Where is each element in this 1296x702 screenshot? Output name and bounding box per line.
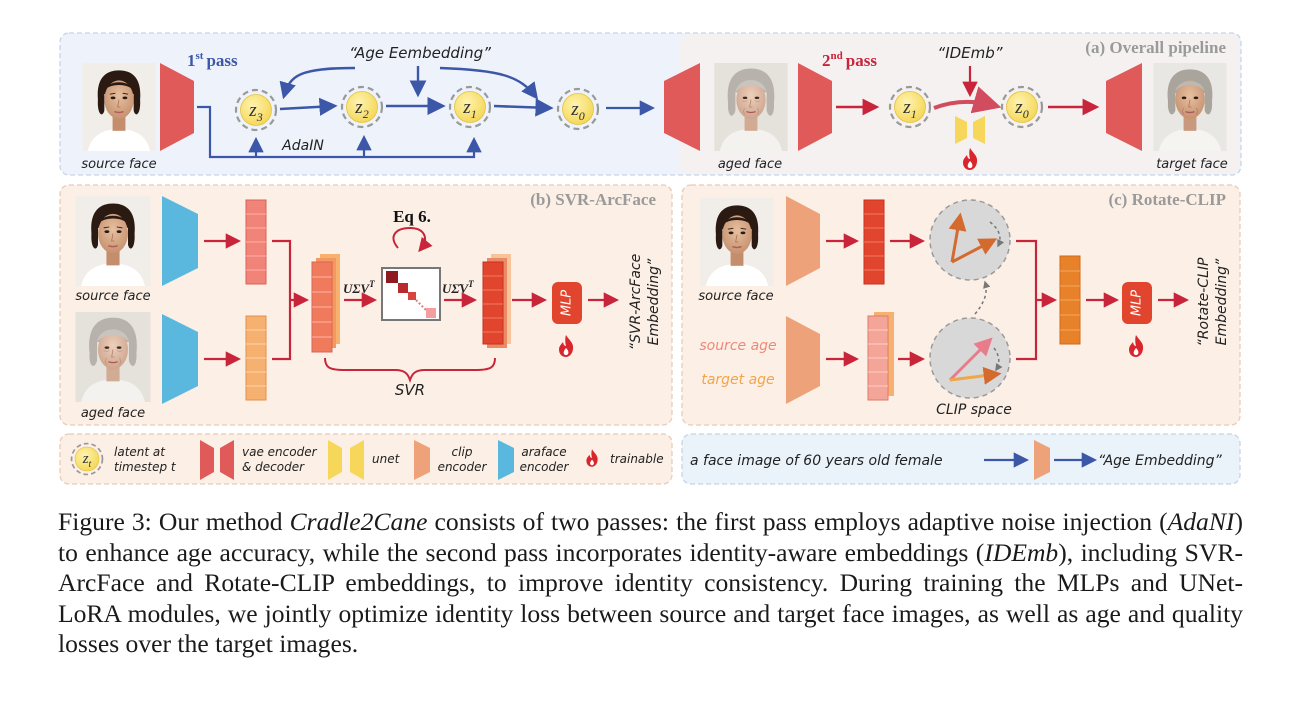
ushv-label: UΣ̂VT	[442, 279, 474, 296]
vae-decoder-2-icon	[1106, 63, 1142, 151]
clip-source-face-label: source face	[698, 289, 773, 304]
eq6-label: Eq 6.	[393, 207, 431, 226]
panel-b-title: (b) SVR-ArcFace	[530, 190, 656, 209]
stacked-embedding-matrix	[311, 254, 340, 353]
prompt-text: a face image of 60 years old female	[690, 453, 943, 469]
clip-text-encoder-icon	[786, 316, 820, 404]
legend: zt latent at timestep t vae encoder & de…	[59, 433, 673, 485]
latent-z1: z1	[462, 97, 476, 121]
legend-vae-icon-right	[220, 440, 234, 480]
clip-space-top	[929, 199, 1011, 281]
prompt-example-box: a face image of 60 years old female “Age…	[681, 433, 1241, 485]
rotate-clip-vector	[1059, 255, 1081, 345]
clip-text-vectors	[867, 312, 894, 401]
aged-face-label: aged face	[718, 157, 782, 172]
unet-icon-right	[973, 116, 985, 144]
svr-output-line1: “SVR-ArcFace	[628, 254, 644, 350]
legend-vae-icon	[200, 440, 214, 480]
latent-z0-second: z0	[1014, 97, 1028, 121]
legend-clip-icon	[414, 440, 430, 480]
latent-z2: z2	[354, 97, 368, 121]
svr-label: SVR	[395, 381, 425, 399]
target-face-image	[1152, 63, 1228, 151]
clip-image-vector	[863, 199, 885, 285]
svr-source-face-label: source face	[75, 289, 150, 304]
idemb-label: “IDEmb”	[937, 44, 1002, 62]
svr-mlp-label: MLP	[560, 290, 575, 316]
age-embedding-label: “Age Eembedding”	[349, 44, 491, 62]
vae-encoder-icon	[160, 63, 194, 151]
svr-aged-face-label: aged face	[81, 406, 145, 421]
svr-aged-face-image	[74, 312, 152, 402]
legend-arcface-icon	[498, 440, 514, 480]
svr-output-matrix	[482, 254, 511, 348]
caption-method-name: Cradle2Cane	[289, 507, 428, 536]
adain-label: AdaIN	[281, 138, 324, 154]
source-arcface-vector	[245, 199, 267, 285]
caption-part: Figure 3: Our method	[58, 507, 290, 536]
prompt-result-label: “Age Embedding”	[1098, 453, 1223, 469]
legend-vae-line1: vae encoder	[242, 445, 318, 459]
source-age-label: source age	[699, 338, 776, 354]
usv-label: UΣVT	[343, 279, 375, 296]
clip-output-line1: “Rotate-CLIP	[1196, 257, 1212, 346]
caption-part: ), including SVR-ArcFace and Rotate-CLIP…	[58, 537, 1243, 659]
legend-latent-line1: latent at	[114, 445, 166, 459]
clip-image-encoder-icon	[786, 196, 820, 286]
svr-source-face-image	[74, 196, 152, 286]
legend-clip-line1: clip	[452, 445, 473, 459]
arcface-encoder-2-icon	[162, 314, 198, 404]
vae-decoder-icon	[664, 63, 700, 151]
caption-adani: AdaNI	[1167, 507, 1235, 536]
legend-unet-icon	[328, 440, 342, 480]
panel-svr-arcface: (b) SVR-ArcFace source face aged face UΣ…	[59, 184, 673, 426]
svr-mlp-block	[552, 282, 582, 324]
panel-a-title: (a) Overall pipeline	[1085, 38, 1226, 57]
legend-latent-line2: timestep t	[114, 460, 177, 474]
singular-value-matrix	[381, 267, 441, 321]
source-face-label: source face	[81, 157, 156, 172]
legend-latent-symbol: zt	[82, 451, 92, 470]
legend-clip-line2: encoder	[438, 460, 488, 474]
target-face-label: target face	[1156, 157, 1228, 172]
figure-caption: Figure 3: Our method Cradle2Cane consist…	[58, 507, 1243, 660]
clip-space-bottom	[929, 317, 1011, 399]
svr-output-line2: Embedding”	[646, 258, 662, 345]
clip-space-label: CLIP space	[936, 402, 1012, 418]
prompt-clip-encoder-icon	[1034, 440, 1050, 480]
caption-idemb: IDEmb	[984, 537, 1059, 567]
legend-unet-label: unet	[372, 452, 401, 466]
latent-z0: z0	[570, 99, 584, 123]
aged-face-image	[713, 63, 789, 151]
latent-z1-second: z1	[902, 97, 916, 121]
latent-z3: z3	[248, 100, 262, 124]
unet-icon	[955, 116, 967, 144]
clip-output-line2: Embedding”	[1214, 258, 1230, 345]
vae-encoder-2-icon	[798, 63, 832, 151]
panel-c-title: (c) Rotate-CLIP	[1108, 190, 1226, 209]
source-face-image	[81, 63, 157, 151]
legend-unet-icon-right	[350, 440, 364, 480]
clip-mlp-label: MLP	[1130, 290, 1145, 316]
target-age-label: target age	[701, 372, 774, 388]
clip-mlp-block	[1122, 282, 1152, 324]
legend-trainable-label: trainable	[610, 452, 664, 466]
legend-arc-line1: araface	[521, 445, 566, 459]
legend-vae-line2: & decoder	[242, 460, 305, 474]
legend-arc-line2: encoder	[520, 460, 570, 474]
clip-source-face-image	[699, 198, 775, 286]
aged-arcface-vector	[245, 315, 267, 401]
caption-part: ) to enhance age accuracy, while the sec…	[58, 507, 1243, 567]
panel-rotate-clip: (c) Rotate-CLIP source face source age t…	[681, 184, 1241, 426]
caption-part: consists of two passes: the first pass e…	[427, 507, 1168, 536]
arcface-encoder-icon	[162, 196, 198, 286]
